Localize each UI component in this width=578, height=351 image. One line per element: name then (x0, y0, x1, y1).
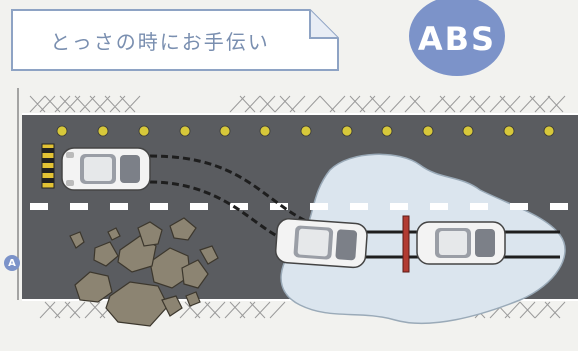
abs-badge: ABS (409, 0, 505, 76)
car-start (61, 147, 151, 191)
bottom-hatching (39, 301, 566, 319)
abs-label: ABS (417, 20, 497, 58)
stop-marker (402, 215, 410, 273)
tire-tracks (149, 154, 331, 256)
car-on-water (416, 221, 506, 265)
marker-a: A (4, 255, 20, 271)
title-card: とっさの時にお手伝い (10, 8, 340, 72)
top-hatching (29, 95, 566, 113)
rocks (69, 217, 219, 327)
striped-post (41, 143, 55, 189)
center-lane-dashes (30, 203, 568, 210)
reflector-dots (56, 125, 555, 137)
page-title: とっさの時にお手伝い (50, 30, 270, 54)
note-card-shape (11, 9, 339, 71)
car-swerving (274, 218, 368, 269)
